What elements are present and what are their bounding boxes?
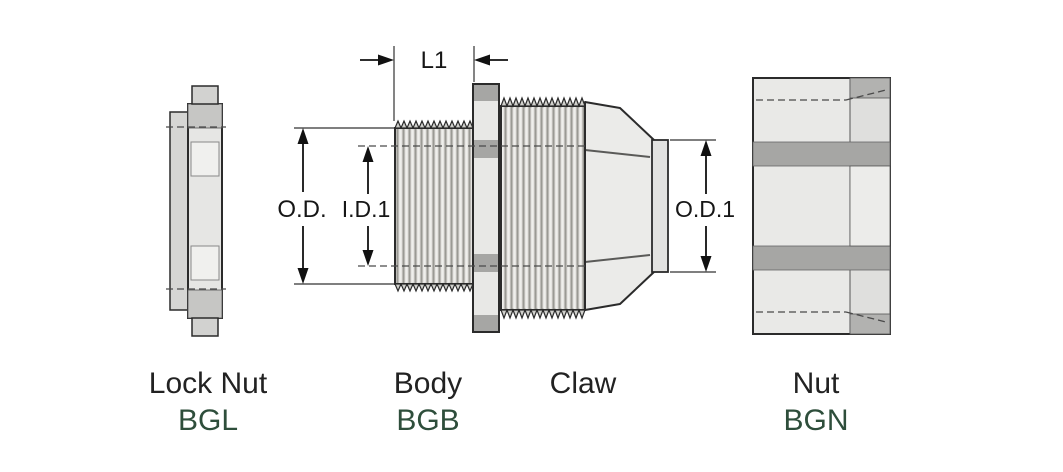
arrow-down-icon bbox=[700, 256, 712, 272]
arrow-down-icon bbox=[297, 268, 309, 284]
nut-chamfer-line-top bbox=[756, 89, 887, 101]
claw-thread-crests-bottom bbox=[500, 308, 586, 320]
nut-name: Nut bbox=[793, 367, 840, 400]
lock-nut-top-tab bbox=[191, 85, 219, 105]
lock-nut-code: BGL bbox=[178, 404, 238, 437]
arrow-up-icon bbox=[362, 146, 374, 162]
arrow-up-icon bbox=[700, 140, 712, 156]
lock-nut-bottom-tab bbox=[191, 317, 219, 337]
body-flange bbox=[472, 83, 500, 333]
body-drawing bbox=[394, 83, 500, 333]
dimension-l1-label: L1 bbox=[421, 47, 448, 74]
dimension-l1: L1 bbox=[360, 46, 508, 121]
claw-drawing bbox=[500, 96, 669, 320]
dimension-id1: I.D.1 bbox=[342, 146, 391, 266]
nut-code: BGN bbox=[783, 404, 848, 437]
arrow-left-icon bbox=[474, 54, 490, 66]
arrow-down-icon bbox=[362, 250, 374, 266]
dimension-id1-label: I.D.1 bbox=[342, 196, 391, 222]
dimension-od1-label: O.D.1 bbox=[675, 196, 735, 222]
part-labels: Lock Nut BGL Body BGB Claw Nut BGN bbox=[149, 367, 849, 437]
body-thread-crests-top bbox=[394, 119, 474, 130]
claw-end-ring bbox=[651, 139, 669, 273]
lock-nut-name: Lock Nut bbox=[149, 367, 268, 400]
dimension-od: O.D. bbox=[277, 127, 394, 285]
lock-nut-body bbox=[187, 103, 223, 319]
claw-thread-section bbox=[500, 105, 586, 311]
lock-nut-plate bbox=[169, 111, 189, 311]
body-name: Body bbox=[394, 367, 462, 400]
nut-drawing bbox=[752, 77, 891, 335]
claw-thread-crests-top bbox=[500, 96, 586, 108]
nut-chamfer-line-bottom bbox=[756, 311, 887, 323]
body-code: BGB bbox=[396, 404, 459, 437]
claw-slit-top bbox=[584, 149, 651, 158]
claw-slit-bottom bbox=[584, 254, 651, 263]
lock-nut-drawing bbox=[166, 85, 226, 337]
body-thread-section bbox=[394, 127, 474, 285]
body-thread-crests-bottom bbox=[394, 282, 474, 293]
dimension-od1: O.D.1 bbox=[670, 139, 735, 273]
arrow-right-icon bbox=[378, 54, 394, 66]
arrow-up-icon bbox=[297, 128, 309, 144]
dimension-od-label: O.D. bbox=[277, 196, 326, 223]
claw-name: Claw bbox=[550, 367, 617, 400]
claw-collet bbox=[584, 101, 655, 311]
